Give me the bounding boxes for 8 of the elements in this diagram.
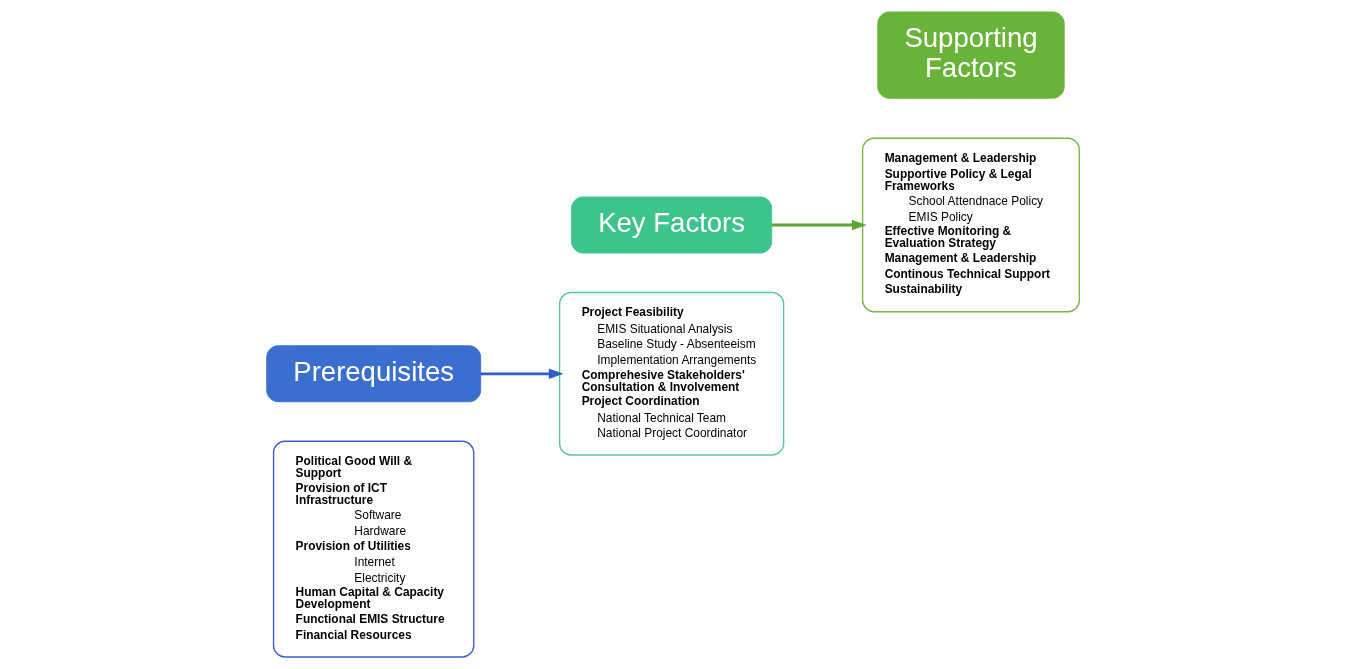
arrow [772, 219, 867, 231]
node-box: Project Feasibility EMIS Situational Analysis Baseline Study - Absenteeism Implementation Arrangements Comprehesive Stakeholders' Consultation & Involvement Project Coordination National Technical Team National Project Coordinator [558, 291, 785, 456]
node-box: Political Good Will & Support Provision of ICT Infrastructure Software Hardware Provision of Utilities Internet Electricity Human Capital & Capacity Development Functional EMIS Structure Financial Resources [272, 440, 475, 658]
node-box: Management & Leadership Supportive Policy & Legal Frameworks School Attendnace Policy EMIS Policy Effective Monitoring & Evaluation Strategy Management & Leadership Continous Technical Support Sustainability [861, 137, 1080, 313]
node-box: Prerequisites [266, 345, 482, 403]
arrow [480, 368, 564, 379]
node-box: Key Factors [571, 196, 773, 254]
node-box: Supporting Factors [877, 11, 1065, 99]
